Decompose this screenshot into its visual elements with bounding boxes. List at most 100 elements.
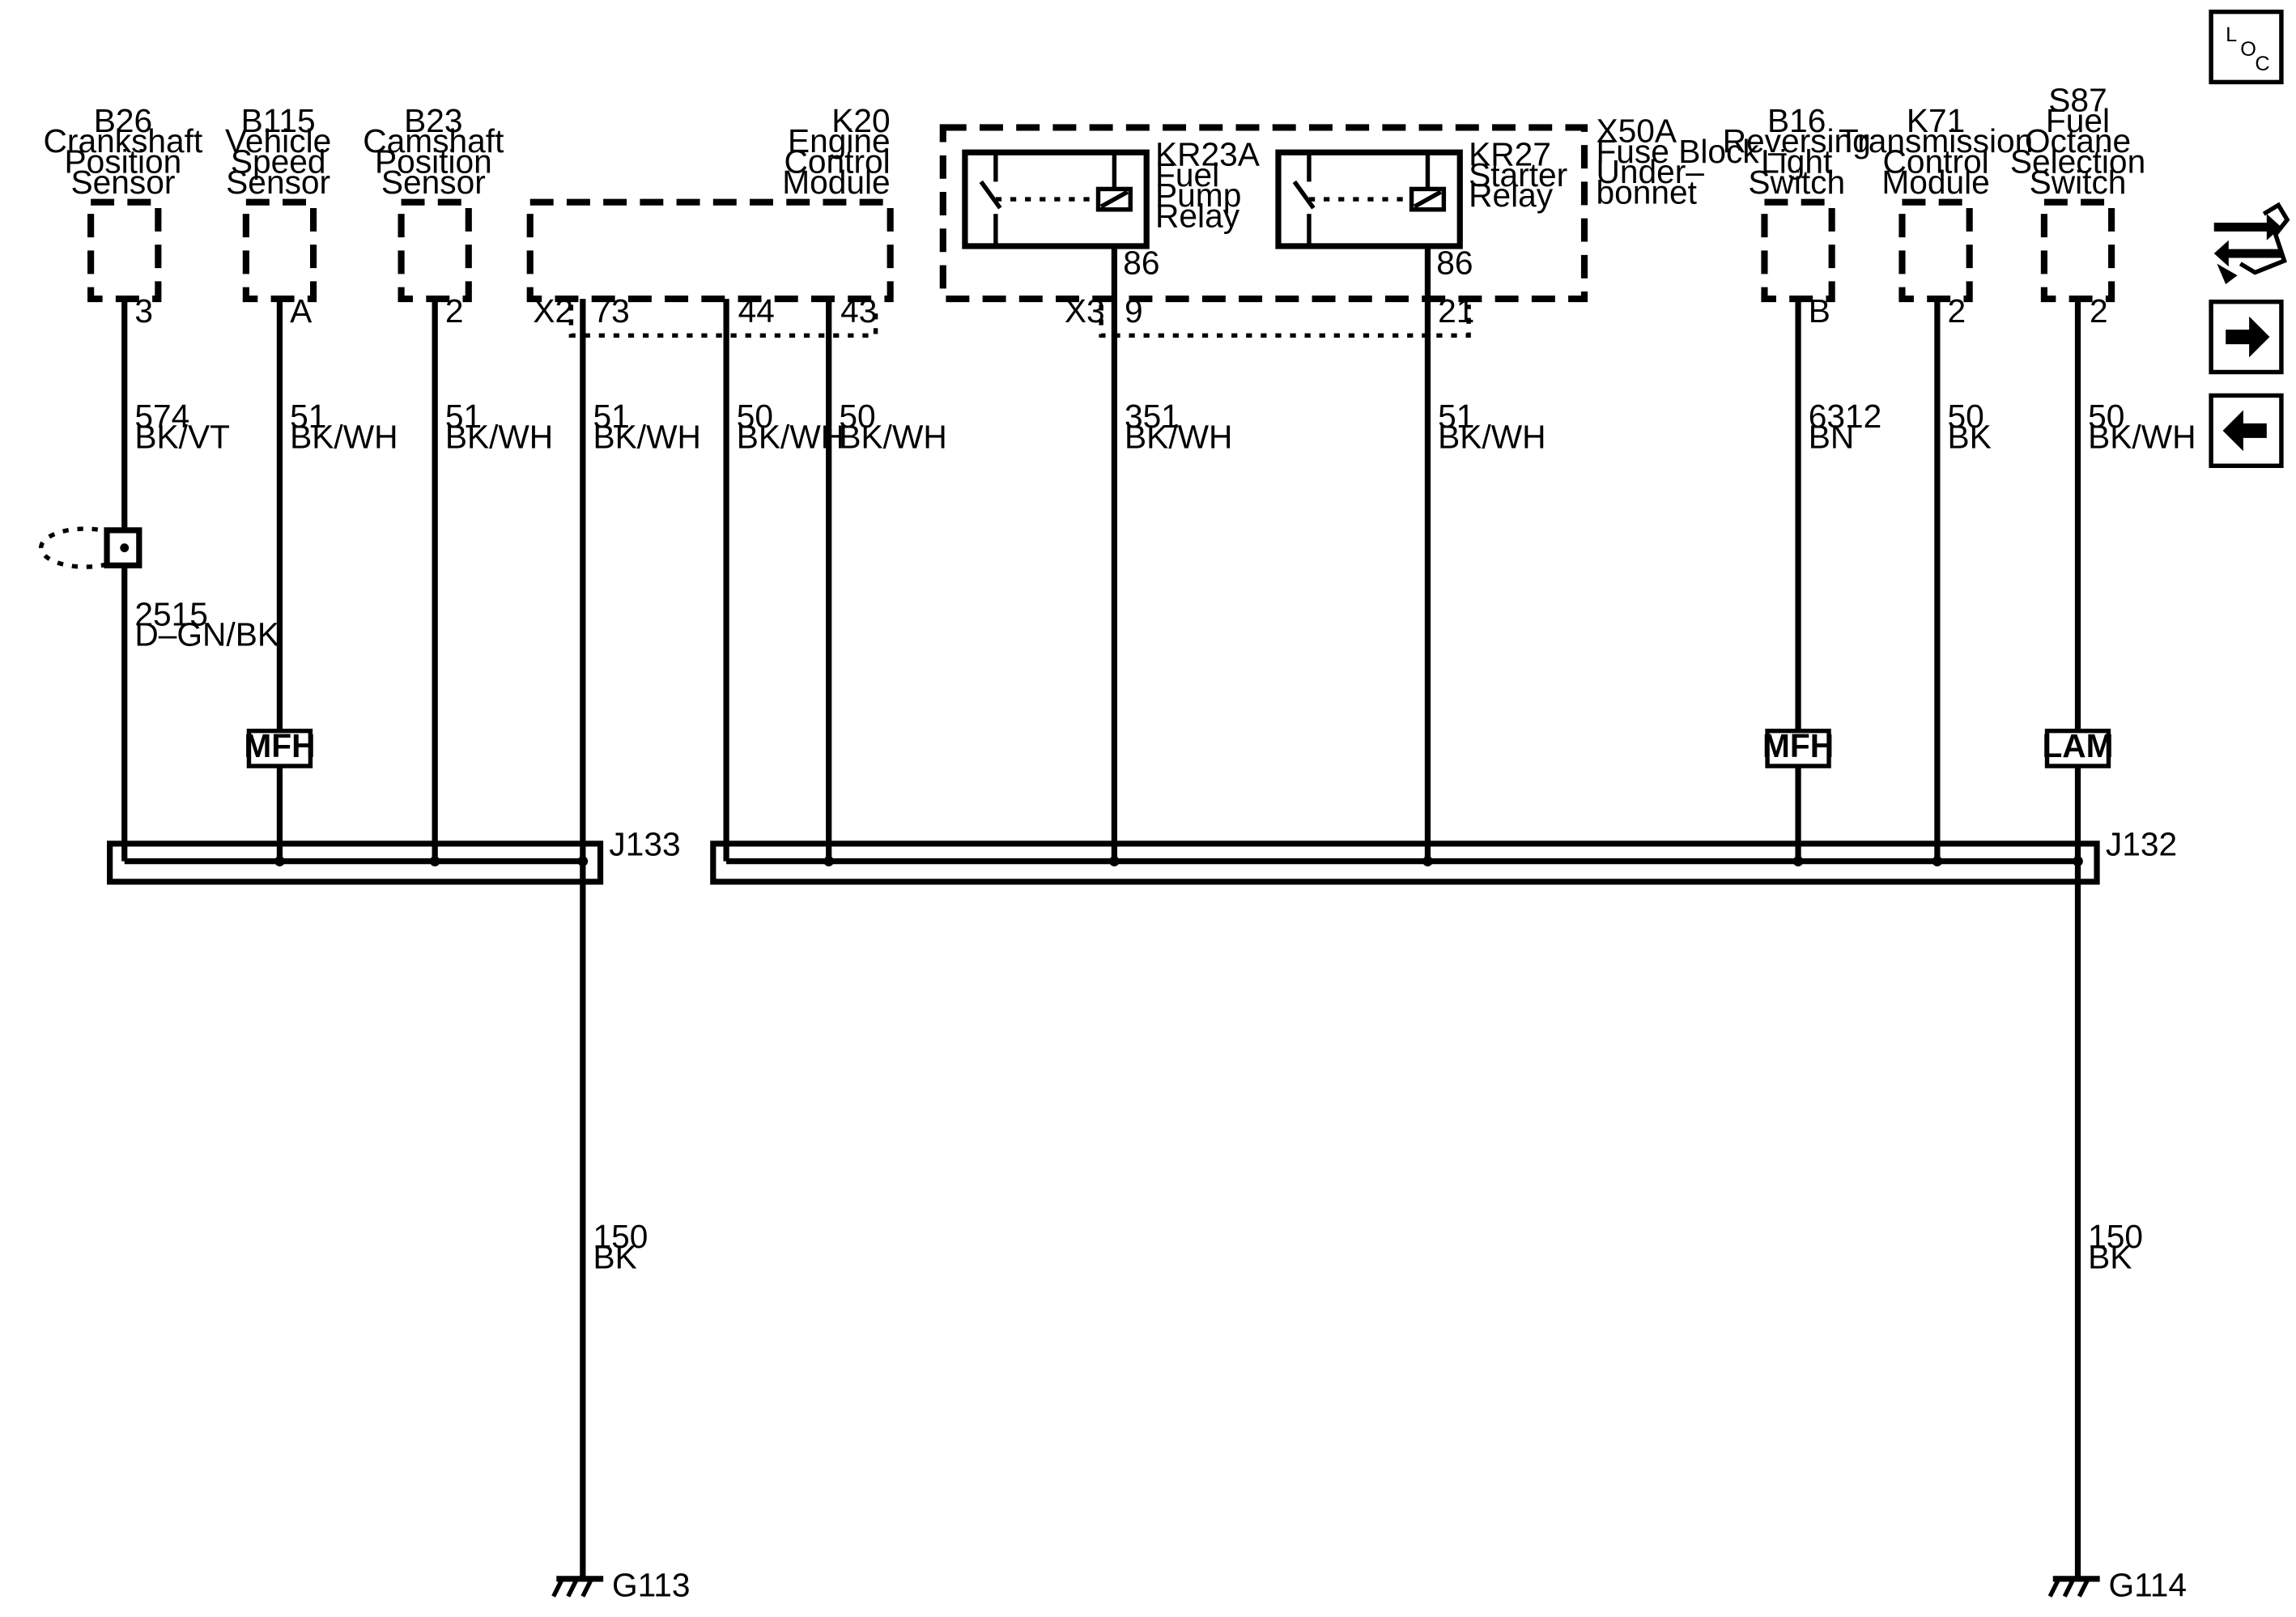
k71-wire-label: 50 BK <box>1948 398 1992 455</box>
svg-text:50: 50 <box>839 398 875 435</box>
svg-text:MFH: MFH <box>244 727 315 764</box>
b23-label: B23 Camshaft Position Sensor <box>363 102 504 201</box>
ground-g114-label: G114 <box>2108 1567 2187 1604</box>
svg-text:Module: Module <box>1881 164 1989 201</box>
b26-label: B26 Crankshaft Position Sensor <box>44 102 203 201</box>
svg-text:51: 51 <box>445 398 482 435</box>
k20-module-box[interactable] <box>526 198 894 303</box>
svg-text:bonnet: bonnet <box>1596 174 1696 211</box>
svg-text:Sensor: Sensor <box>70 164 175 201</box>
svg-text:BK/WH: BK/WH <box>1438 419 1546 456</box>
g113-feed-wire-label: 150 BK <box>593 1218 648 1275</box>
swap-connectors-icon[interactable] <box>2213 202 2290 284</box>
kr23a-relay-box[interactable] <box>962 149 1150 249</box>
svg-text:KR23A: KR23A <box>1155 135 1261 172</box>
svg-text:6312: 6312 <box>1809 398 1882 435</box>
b16-label: B16 Reversing Light Switch <box>1723 102 1871 201</box>
svg-text:Switch: Switch <box>1748 164 1845 201</box>
b16-switch-box[interactable] <box>1761 198 1835 303</box>
svg-text:2515: 2515 <box>134 595 208 632</box>
svg-text:BK/WH: BK/WH <box>445 419 553 456</box>
svg-text:Control: Control <box>784 143 891 181</box>
svg-text:Camshaft: Camshaft <box>363 122 504 160</box>
s87-wire-label: 50 BK/WH <box>2088 398 2196 455</box>
x50a-21-wire-label: 51 BK/WH <box>1438 398 1546 455</box>
svg-text:574: 574 <box>134 398 189 435</box>
svg-text:MFH: MFH <box>1762 727 1834 764</box>
s87-lam-tag[interactable]: LAM <box>2042 727 2114 768</box>
svg-text:Fuel: Fuel <box>1155 156 1219 194</box>
b26-pin: 3 <box>134 292 153 330</box>
kr27-label: KR27 Starter Relay <box>1469 135 1567 214</box>
b115-mfh-tag[interactable]: MFH <box>244 727 316 768</box>
arrow-right-icon[interactable] <box>2209 299 2284 375</box>
svg-text:Sensor: Sensor <box>226 164 330 201</box>
b16-pin: B <box>1809 292 1830 330</box>
b26-sensor-box[interactable] <box>87 198 162 303</box>
svg-text:B115: B115 <box>241 102 316 139</box>
svg-text:Module: Module <box>782 164 890 201</box>
svg-text:150: 150 <box>593 1218 648 1255</box>
svg-text:BK/WH: BK/WH <box>2088 419 2196 456</box>
k20-pin-73: 73 <box>593 292 630 330</box>
kr27-relay-box[interactable] <box>1275 149 1463 249</box>
svg-text:O: O <box>2240 38 2256 61</box>
b23-wire-label: 51 BK/WH <box>445 398 553 455</box>
svg-text:Engine: Engine <box>788 122 891 160</box>
b26-inline-shield-connector <box>38 526 142 569</box>
arrow-left-icon[interactable] <box>2209 393 2284 468</box>
b115-wire-label: 51 BK/WH <box>290 398 398 455</box>
svg-text:Position: Position <box>375 143 492 181</box>
s87-switch-box[interactable] <box>2040 198 2115 303</box>
svg-text:Position: Position <box>65 143 182 181</box>
svg-text:351: 351 <box>1125 398 1180 435</box>
svg-text:B16: B16 <box>1767 102 1826 139</box>
svg-text:Speed: Speed <box>231 143 326 181</box>
splice-pack-j132[interactable] <box>710 840 2100 885</box>
b115-label: B115 Vehicle Speed Sensor <box>225 102 331 201</box>
b16-mfh-tag[interactable]: MFH <box>1762 727 1834 768</box>
ground-g113-symbol[interactable] <box>551 1576 604 1598</box>
svg-text:Relay: Relay <box>1469 177 1554 214</box>
b23-pin: 2 <box>445 292 464 330</box>
b23-sensor-box[interactable] <box>398 198 472 303</box>
ground-g113-label: G113 <box>612 1567 691 1604</box>
k20-x2-connector-outline <box>568 304 878 338</box>
svg-text:51: 51 <box>593 398 630 435</box>
x50a-label: X50A Fuse Block – Under– bonnet <box>1596 113 1787 211</box>
k20-connector-label: X2 <box>533 292 573 330</box>
svg-text:BK/WH: BK/WH <box>737 419 844 456</box>
svg-text:KR27: KR27 <box>1469 135 1551 172</box>
kr27-switch-symbol <box>1292 152 1447 246</box>
k20-44-wire-label: 50 BK/WH <box>737 398 844 455</box>
k71-label: K71 Transmission Control Module <box>1839 102 2033 201</box>
x50a-fuse-block-box[interactable] <box>939 124 1588 303</box>
svg-text:D–GN/BK: D–GN/BK <box>134 616 279 653</box>
splice-pack-j133[interactable] <box>107 840 604 885</box>
splice-j132-label: J132 <box>2106 825 2177 862</box>
svg-text:50: 50 <box>737 398 773 435</box>
svg-text:L: L <box>2226 23 2237 46</box>
ground-g114-symbol[interactable] <box>2047 1576 2100 1598</box>
svg-text:BK/WH: BK/WH <box>290 419 398 456</box>
x50a-connector-label: X3 <box>1065 292 1105 330</box>
loc-button[interactable]: L O C <box>2209 9 2284 85</box>
svg-text:50: 50 <box>2088 398 2124 435</box>
svg-text:Starter: Starter <box>1469 156 1567 194</box>
b26-wire-label-bottom: 2515 D–GN/BK <box>134 595 279 653</box>
k20-43-wire-label: 50 BK/WH <box>839 398 946 455</box>
svg-text:Switch: Switch <box>2030 164 2127 201</box>
b115-sensor-box[interactable] <box>242 198 317 303</box>
s87-label: S87 Fuel Octane Selection Switch <box>2010 82 2145 201</box>
svg-text:BK: BK <box>2088 1238 2132 1275</box>
g114-feed-wire-label: 150 BK <box>2088 1218 2143 1275</box>
svg-text:X50A: X50A <box>1596 113 1677 150</box>
svg-text:50: 50 <box>1948 398 1984 435</box>
svg-text:Pump: Pump <box>1155 177 1241 214</box>
k71-module-box[interactable] <box>1898 198 1973 303</box>
k20-pin-43: 43 <box>840 292 877 330</box>
svg-text:B26: B26 <box>94 102 152 139</box>
svg-text:BK/WH: BK/WH <box>593 419 701 456</box>
svg-text:Transmission: Transmission <box>1839 122 2033 160</box>
